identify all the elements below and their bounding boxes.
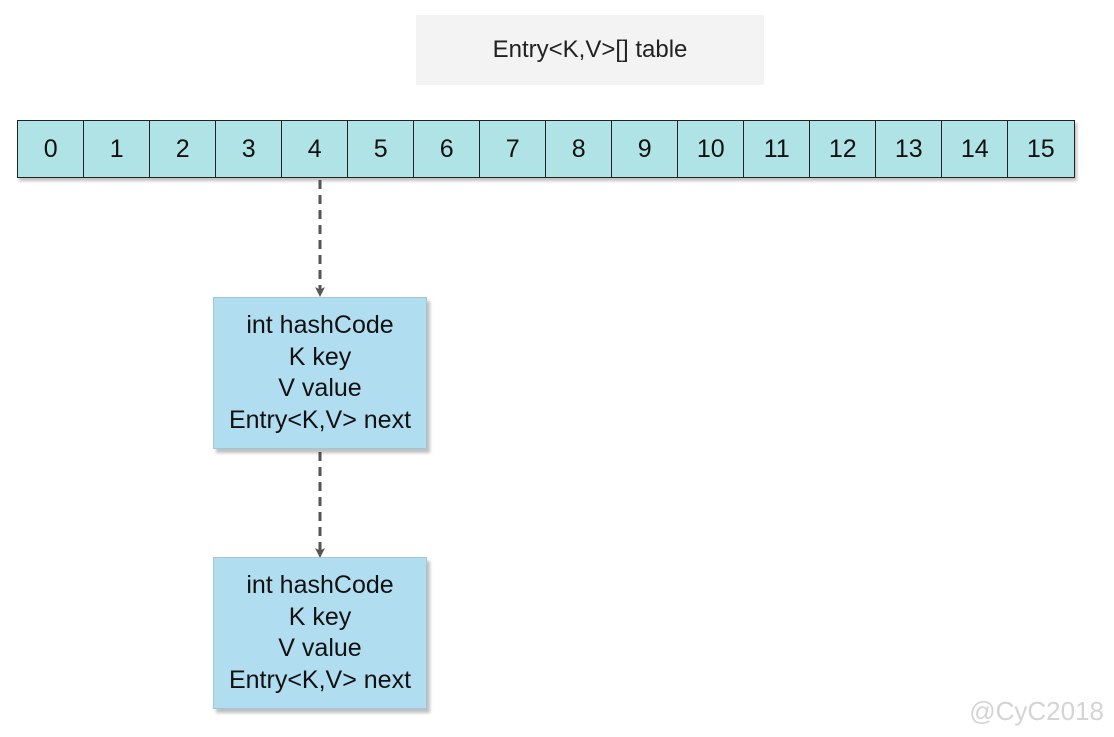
- table-cell-9: 9: [611, 120, 679, 178]
- entry-value-field: V value: [278, 634, 362, 662]
- table-cell-7: 7: [479, 120, 547, 178]
- table-cell-12: 12: [809, 120, 877, 178]
- entry-next-field: Entry<K,V> next: [228, 405, 412, 434]
- table-title: Entry<K,V>[] table: [416, 15, 764, 85]
- table-cell-1: 1: [83, 120, 151, 178]
- entry-value-field: V value: [278, 374, 362, 402]
- entry-key-field: K key: [288, 342, 352, 371]
- watermark: @CyC2018: [969, 696, 1104, 726]
- table-title-text: Entry<K,V>[] table: [492, 36, 688, 63]
- table-cell-3: 3: [215, 120, 283, 178]
- table-cell-4: 4: [281, 120, 349, 178]
- table-cell-5: 5: [347, 120, 415, 178]
- table-cell-0: 0: [17, 120, 85, 178]
- table-cell-2: 2: [149, 120, 217, 178]
- entry-hashcode-field: int hashCode: [246, 571, 394, 599]
- entry-key-field: K key: [288, 602, 352, 631]
- table-cell-8: 8: [545, 120, 613, 178]
- entry-node-1: int hashCode K key V value Entry<K,V> ne…: [213, 297, 427, 449]
- entry-next-field: Entry<K,V> next: [228, 665, 412, 694]
- table-cell-6: 6: [413, 120, 481, 178]
- table-cell-11: 11: [743, 120, 811, 178]
- table-cell-10: 10: [677, 120, 745, 178]
- table-cell-13: 13: [875, 120, 943, 178]
- entry-hashcode-field: int hashCode: [246, 311, 394, 339]
- entry-node-2: int hashCode K key V value Entry<K,V> ne…: [213, 557, 427, 709]
- table-cell-14: 14: [941, 120, 1009, 178]
- table-cell-15: 15: [1007, 120, 1075, 178]
- table-array: 0 1 2 3 4 5 6 7 8 9 10 11 12 13 14 15: [17, 120, 1075, 178]
